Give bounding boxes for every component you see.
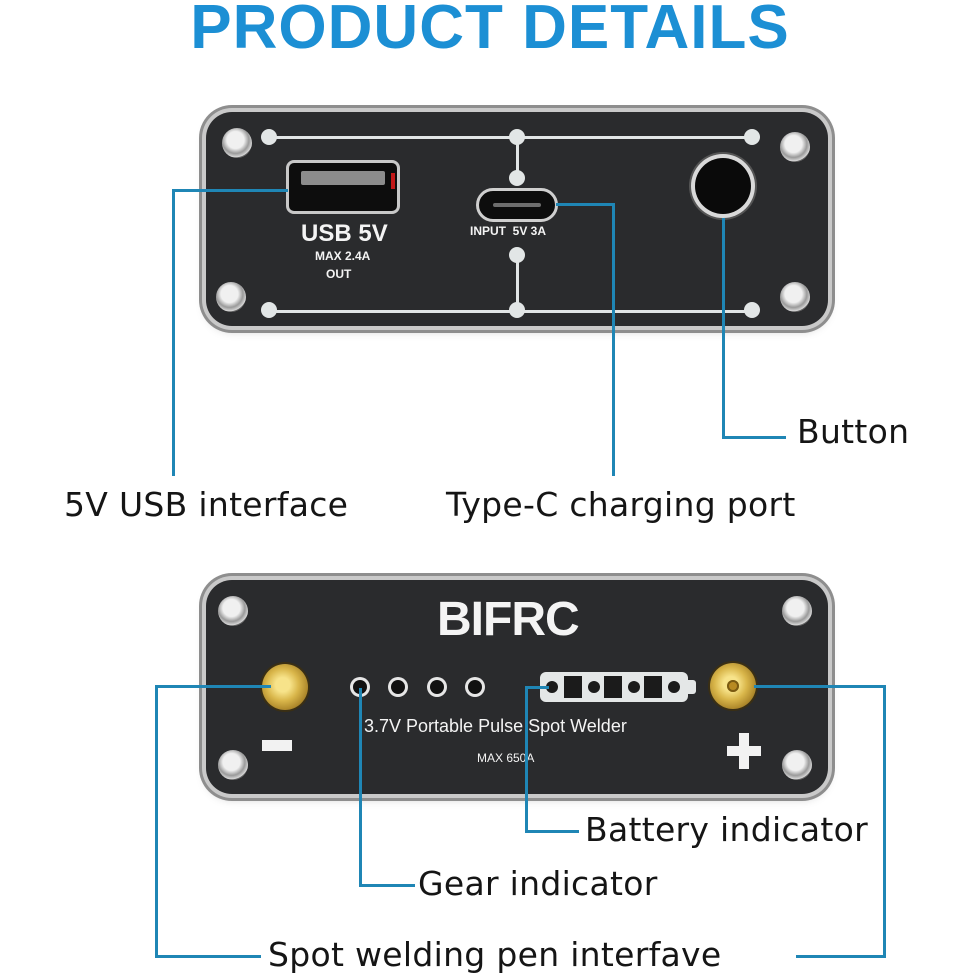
plus-sign-icon-vertical [739, 733, 749, 769]
screw-icon [216, 282, 246, 312]
callout-typec: Type-C charging port [446, 485, 796, 524]
usb-sublabel-out: OUT [326, 267, 352, 281]
leader-line-pen-plus [883, 685, 886, 957]
max-current: MAX 650A [477, 751, 535, 765]
pcb-dot [509, 302, 525, 318]
battery-led-3 [628, 681, 640, 693]
pcb-dot [509, 170, 525, 186]
leader-line-pen-plus [754, 685, 886, 688]
minus-sign-icon [262, 740, 292, 751]
screw-icon [222, 128, 252, 158]
leader-line-pen-minus [155, 955, 261, 958]
power-button[interactable] [695, 158, 751, 214]
screw-icon [782, 750, 812, 780]
leader-line-button [722, 436, 786, 439]
usb-red-indicator [391, 173, 395, 189]
leader-line-usb [172, 189, 288, 192]
callout-button: Button [797, 412, 910, 451]
pcb-trace [516, 136, 519, 176]
leader-line-battery [525, 686, 528, 832]
callout-usb: 5V USB interface [64, 485, 349, 524]
usb-sublabel-max: MAX 2.4A [315, 249, 371, 263]
leader-line-pen-minus [155, 685, 271, 688]
leader-line-battery [525, 686, 549, 689]
battery-cell-2 [604, 676, 622, 698]
usb-label: USB 5V [301, 220, 388, 247]
leader-line-typec [556, 203, 614, 206]
gear-led-4 [468, 680, 482, 694]
battery-led-4 [668, 681, 680, 693]
typec-label: INPUT 5V 3A [470, 224, 547, 238]
page-title: PRODUCT DETAILS [190, 0, 790, 62]
usb-a-port[interactable] [286, 160, 400, 214]
screw-icon [780, 132, 810, 162]
leader-line-button [722, 218, 725, 438]
leader-line-gear [359, 688, 362, 886]
pcb-dot [744, 129, 760, 145]
battery-led-2 [588, 681, 600, 693]
callout-battery: Battery indicator [585, 810, 868, 849]
callout-gear: Gear indicator [418, 864, 658, 903]
leader-line-typec [612, 203, 615, 476]
typec-pins [493, 203, 541, 207]
leader-line-usb [172, 189, 175, 476]
battery-nub [686, 680, 696, 694]
leader-line-pen-plus [796, 955, 886, 958]
battery-indicator [540, 672, 696, 702]
callout-pen: Spot welding pen interfave [268, 935, 722, 974]
typec-port[interactable] [476, 188, 558, 222]
leader-line-pen-minus [155, 685, 158, 957]
usb-tongue [301, 171, 385, 185]
product-name: 3.7V Portable Pulse Spot Welder [364, 716, 627, 736]
gear-led-1 [353, 680, 367, 694]
battery-cell-3 [644, 676, 662, 698]
battery-cell-1 [564, 676, 582, 698]
terminal-pin [727, 680, 739, 692]
brand-logo: BIFRC [437, 593, 580, 646]
battery-led-1 [546, 681, 558, 693]
screw-icon [782, 596, 812, 626]
pcb-dot [509, 129, 525, 145]
gear-led-3 [430, 680, 444, 694]
pcb-dot [261, 302, 277, 318]
pcb-trace [516, 256, 519, 312]
plus-terminal[interactable] [710, 663, 756, 709]
leader-line-gear [359, 884, 415, 887]
gear-led-2 [391, 680, 405, 694]
leader-line-battery [525, 830, 579, 833]
pcb-dot [744, 302, 760, 318]
pcb-dot [509, 247, 525, 263]
pcb-dot [261, 129, 277, 145]
screw-icon [218, 750, 248, 780]
screw-icon [780, 282, 810, 312]
screw-icon [218, 596, 248, 626]
